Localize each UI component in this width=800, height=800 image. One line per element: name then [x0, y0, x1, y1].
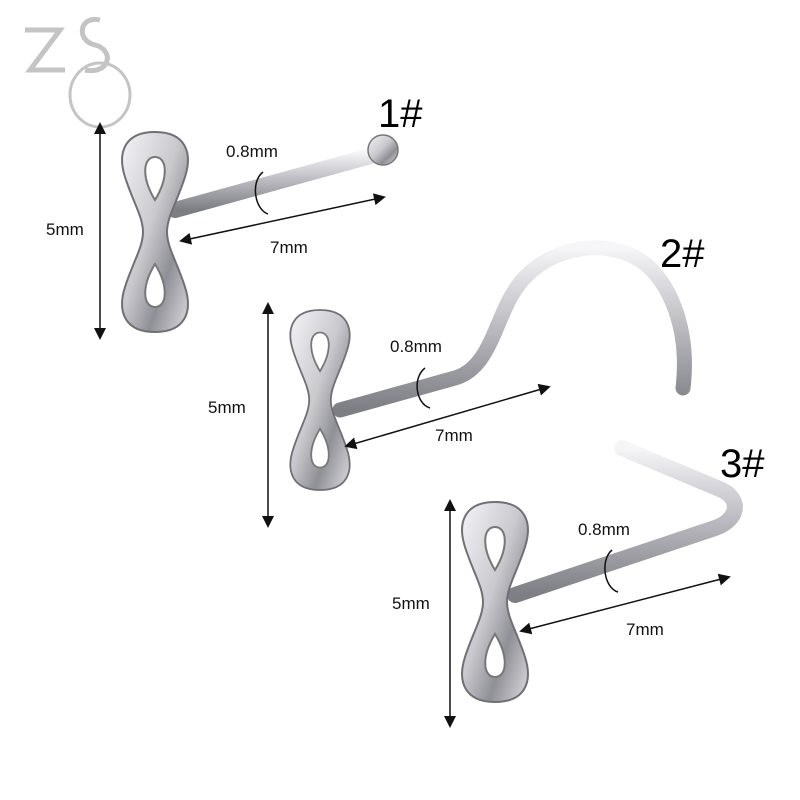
item-1-length: 7mm [270, 238, 308, 257]
item-1-jewelry [94, 122, 399, 340]
brand-logo [25, 16, 132, 129]
item-2-number: 2# [660, 232, 705, 276]
item-2-jewelry [262, 240, 692, 528]
item-3-jewelry [444, 440, 743, 728]
item-2-length: 7mm [435, 426, 473, 445]
item-3-length: 7mm [626, 620, 664, 639]
item-3-height: 5mm [392, 594, 430, 613]
item-1-number: 1# [378, 92, 423, 136]
item-3-number: 3# [720, 442, 765, 486]
item-2-gauge: 0.8mm [390, 337, 442, 356]
item-3-gauge: 0.8mm [578, 520, 630, 539]
item-2-height: 5mm [208, 398, 246, 417]
item-1-gauge: 0.8mm [226, 142, 278, 161]
item-1-height: 5mm [46, 220, 84, 239]
